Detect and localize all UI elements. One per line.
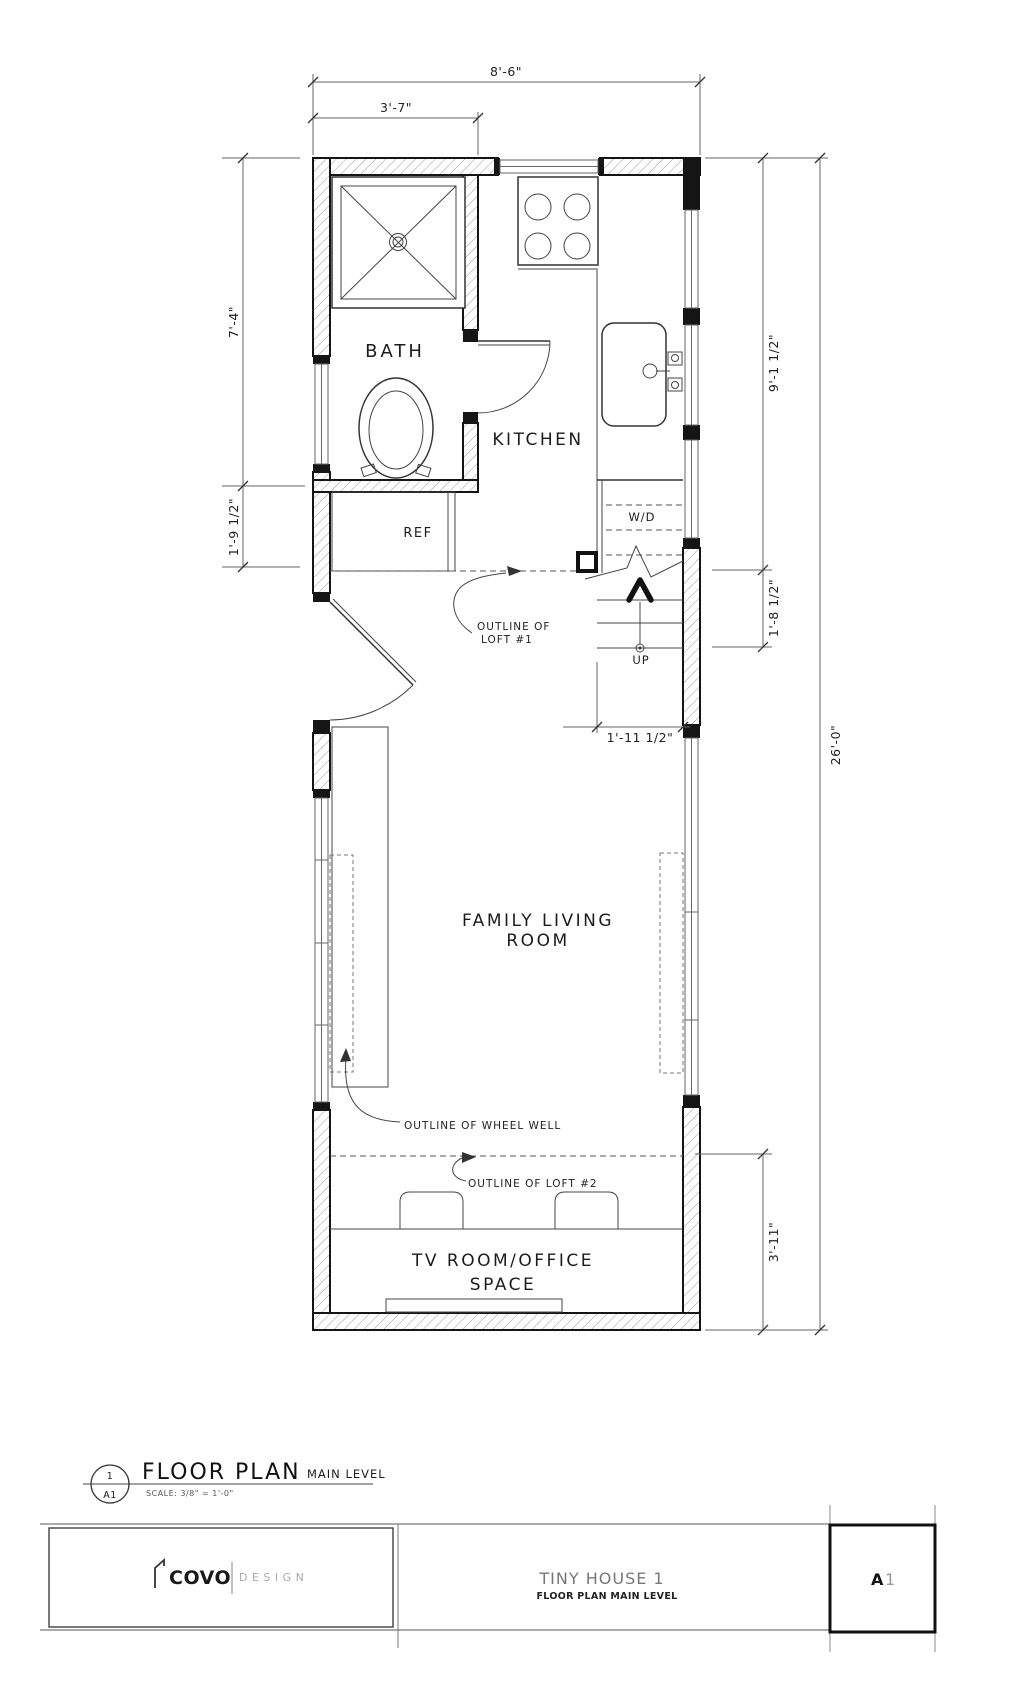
- sheet-letter: A: [871, 1570, 884, 1589]
- kitchen-label: KITCHEN: [492, 430, 583, 450]
- refrigerator: [331, 491, 456, 572]
- dim-bath-width: 3'-7": [380, 100, 412, 115]
- stove: [517, 176, 599, 270]
- sheet-number-box: [828, 1523, 937, 1634]
- exterior-walls: [312, 157, 701, 1331]
- tv-room-label-2: SPACE: [470, 1275, 536, 1295]
- loft1-annotation-1: OUTLINE OF: [477, 621, 550, 633]
- loft-outlines: [330, 570, 683, 1157]
- tv-room-label-1: TV ROOM/OFFICE: [411, 1251, 594, 1271]
- dim-tv-room-depth: 3'-11": [766, 1222, 781, 1263]
- bath-door: [477, 340, 551, 414]
- family-room-label-2: ROOM: [506, 931, 569, 951]
- detail-sheet-ref: A1: [103, 1490, 117, 1501]
- bath-label: BATH: [365, 341, 425, 362]
- leader-lines: [340, 566, 522, 1182]
- title-block: 1 A1 FLOOR PLAN MAIN LEVEL SCALE: 3/8" =…: [83, 1460, 386, 1504]
- wall-caps: [313, 158, 700, 1110]
- sheet-number: 1: [885, 1570, 895, 1589]
- washer-dryer-closet: [596, 479, 683, 573]
- dim-overall-width: 8'-6": [490, 64, 522, 79]
- stairs: [576, 544, 684, 653]
- detail-bubble: [90, 1464, 130, 1504]
- loft1-annotation-2: LOFT #1: [481, 634, 533, 646]
- dimension-lines: [222, 74, 828, 1336]
- logo-box: [48, 1527, 394, 1628]
- dim-stair-run: 1'-8 1/2": [766, 579, 781, 637]
- family-room-label-1: FAMILY LIVING: [462, 911, 614, 931]
- dim-bath-length: 7'-4": [226, 306, 241, 338]
- dim-kitchen-length: 9'-1 1/2": [766, 334, 781, 392]
- detail-number: 1: [107, 1471, 114, 1482]
- sheet-title: FLOOR PLAN MAIN LEVEL: [537, 1591, 678, 1602]
- entry-door: [329, 598, 417, 721]
- toilet: [358, 377, 434, 479]
- drawing-scale: SCALE: 3/8" = 1'-0": [146, 1489, 234, 1498]
- loft2-annotation: OUTLINE OF LOFT #2: [468, 1178, 598, 1190]
- windows: [314, 159, 699, 1103]
- brand-suffix: DESIGN: [239, 1571, 308, 1584]
- covo-roof-icon: [154, 1557, 165, 1588]
- washer-dryer-label: W/D: [628, 510, 655, 524]
- dim-ref-depth: 1'-9 1/2": [226, 498, 241, 556]
- brand-name: COVO: [169, 1567, 231, 1589]
- office-desk: [330, 1191, 683, 1313]
- ref-label: REF: [403, 526, 432, 541]
- project-name: TINY HOUSE 1: [538, 1569, 664, 1588]
- kitchen-sink: [601, 322, 683, 427]
- dimension-texts: 8'-6" 3'-7" 7'-4" 1'-9 1/2" 9'-1 1/2" 1'…: [226, 64, 843, 1262]
- drawing-title: FLOOR PLAN: [142, 1460, 301, 1485]
- shower: [331, 176, 466, 309]
- wheel-well-annotation: OUTLINE OF WHEEL WELL: [404, 1120, 561, 1132]
- stair-post: [576, 551, 598, 573]
- up-label: UP: [632, 653, 649, 667]
- dim-stair-width: 1'-11 1/2": [607, 730, 674, 745]
- up-arrow-icon: [626, 577, 654, 603]
- bench: [331, 726, 389, 1088]
- drawing-subtitle: MAIN LEVEL: [307, 1467, 386, 1481]
- footer-titlebar: COVO DESIGN TINY HOUSE 1 FLOOR PLAN MAIN…: [40, 1505, 937, 1652]
- wheel-wells: [329, 852, 684, 1074]
- dim-overall-length: 26'-0": [828, 725, 843, 766]
